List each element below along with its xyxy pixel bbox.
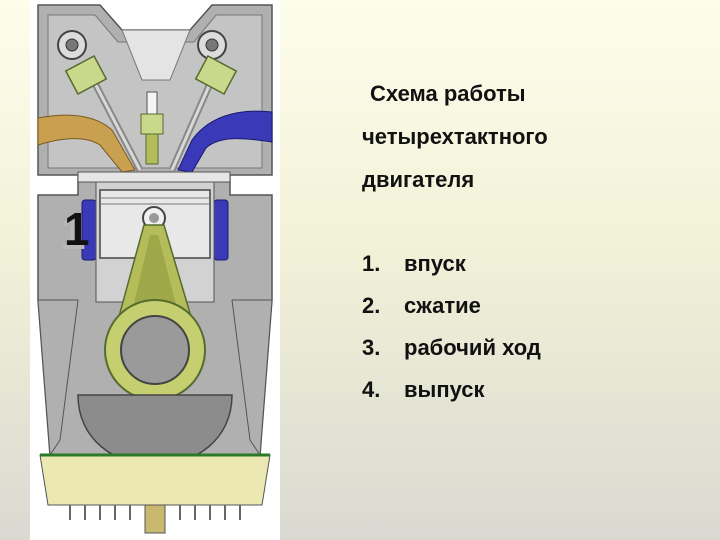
coolant-jacket-right — [213, 199, 229, 261]
oil-sump — [39, 454, 271, 506]
stroke-number-indicator: 1 — [64, 203, 90, 255]
stroke-item-power: 3. рабочий ход — [362, 327, 692, 369]
exhaust-port — [177, 110, 273, 173]
stroke-label: сжатие — [404, 293, 481, 318]
stroke-label: впуск — [404, 251, 466, 276]
stroke-label: рабочий ход — [404, 335, 541, 360]
stroke-number: 1. — [362, 251, 381, 276]
stroke-item-exhaust: 4. выпуск — [362, 369, 692, 411]
drain-plug — [144, 504, 166, 534]
title-line-2: четырехтактного — [362, 124, 548, 149]
stroke-item-intake: 1. впуск — [362, 243, 692, 285]
stroke-number: 4. — [362, 377, 381, 402]
stroke-number: 3. — [362, 335, 381, 360]
title-line-1: Схема работы — [370, 81, 526, 106]
spark-plug-icon — [140, 91, 164, 165]
title-line-3: двигателя — [362, 167, 475, 192]
head-gasket — [77, 171, 231, 183]
valve-icon — [64, 54, 238, 172]
engine-cross-section — [37, 4, 273, 534]
stroke-label: выпуск — [404, 377, 485, 402]
stroke-item-compression: 2. сжатие — [362, 285, 692, 327]
spark-chamber — [121, 29, 191, 81]
legend-text-block: Схема работы четырехтактного двигателя 1… — [362, 72, 692, 411]
stroke-number: 2. — [362, 293, 381, 318]
crankshaft-icon — [104, 299, 206, 401]
stroke-list: 1. впуск 2. сжатие 3. рабочий ход 4. выпуск — [362, 243, 692, 411]
engine-diagram-panel: 1 — [30, 0, 280, 540]
